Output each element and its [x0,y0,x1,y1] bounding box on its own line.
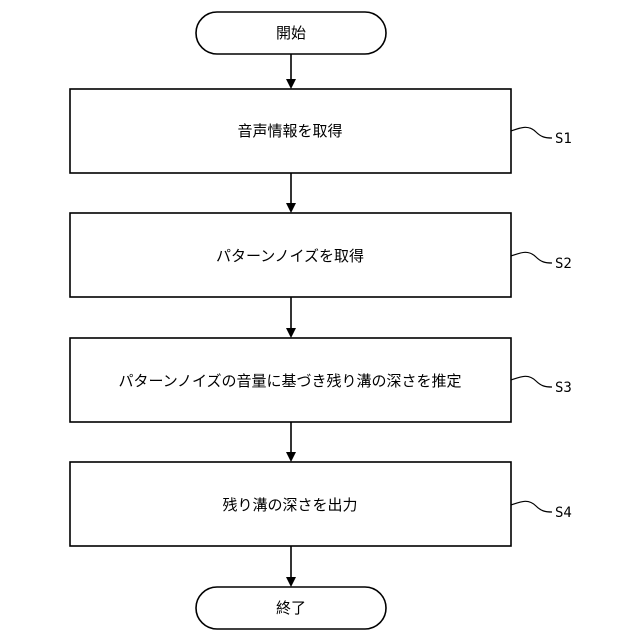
arrowhead [286,452,296,462]
process-label-s4: 残り溝の深さを出力 [222,496,357,514]
process-step-s4: 残り溝の深さを出力 S4 [70,462,572,546]
leader-line-s3 [511,376,552,387]
process-step-s2: パターンノイズを取得 S2 [70,213,572,297]
leader-line-s4 [511,501,552,512]
process-step-s3: パターンノイズの音量に基づき残り溝の深さを推定 S3 [70,338,572,422]
arrowhead [286,203,296,213]
step-label-s3: S3 [555,380,572,396]
arrow-s4-to-end [286,546,296,587]
leader-line-s1 [511,127,552,138]
step-label-s1: S1 [555,131,572,147]
process-label-s3: パターンノイズの音量に基づき残り溝の深さを推定 [118,372,461,390]
process-step-s1: 音声情報を取得 S1 [70,89,572,173]
start-terminal-label: 開始 [276,24,306,42]
arrow-s3-to-s4 [286,422,296,462]
arrowhead [286,79,296,89]
arrowhead [286,577,296,587]
process-label-s1: 音声情報を取得 [237,122,342,140]
leader-line-s2 [511,252,552,263]
step-label-s2: S2 [555,256,572,272]
arrow-start-to-s1 [286,54,296,89]
end-terminal: 終了 [196,587,386,629]
arrow-s2-to-s3 [286,297,296,338]
arrowhead [286,328,296,338]
process-label-s2: パターンノイズを取得 [216,247,364,265]
arrow-s1-to-s2 [286,173,296,213]
end-terminal-label: 終了 [276,599,306,617]
step-label-s4: S4 [555,505,572,521]
start-terminal: 開始 [196,12,386,54]
